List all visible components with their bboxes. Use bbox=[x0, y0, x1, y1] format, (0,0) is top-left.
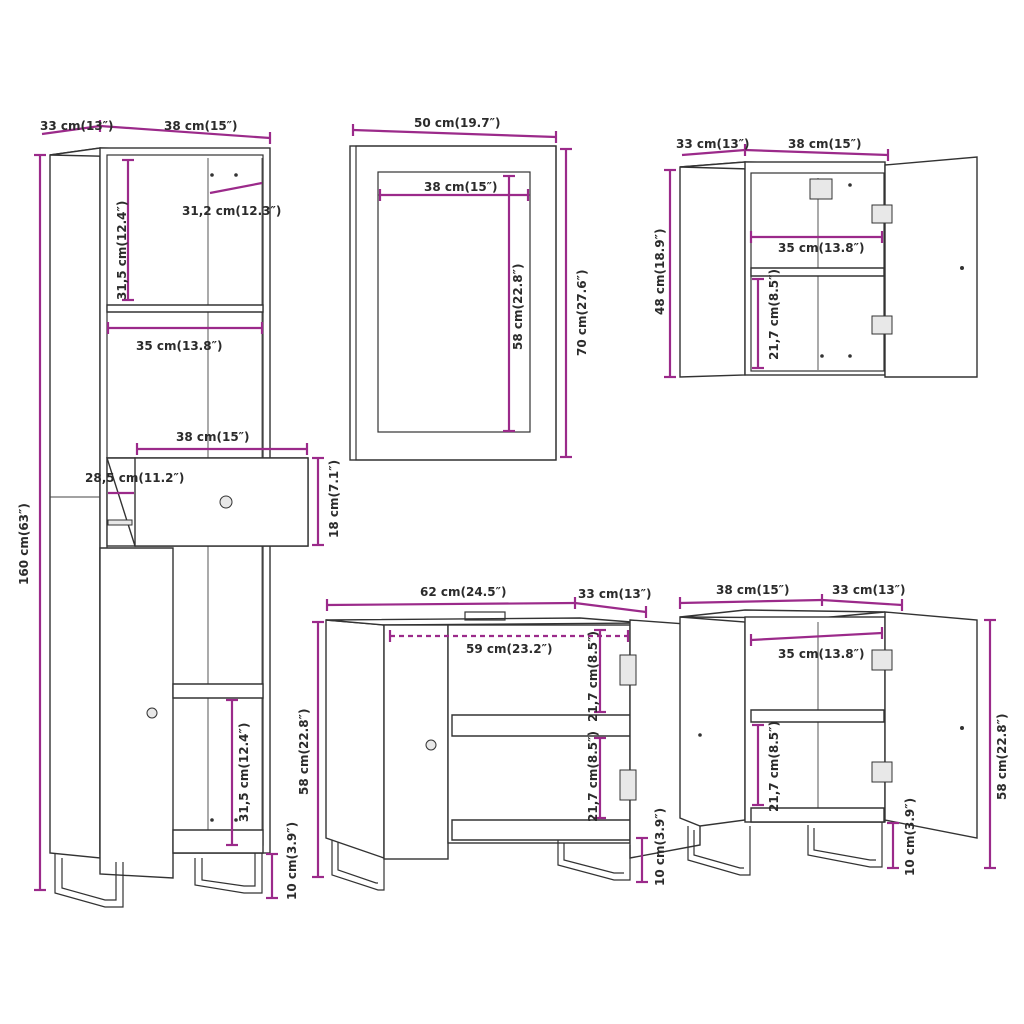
wall-height-label: 48 cm(18.9″) bbox=[653, 229, 667, 315]
sink-upper-shelf-label: 21,7 cm(8.5″) bbox=[586, 631, 600, 722]
sink-width-label: 62 cm(24.5″) bbox=[420, 585, 506, 599]
tall-inner-width-label: 35 cm(13.8″) bbox=[136, 339, 222, 353]
mirror bbox=[349, 145, 557, 461]
tall-bottom-shelf-height-label: 31,5 cm(12.4″) bbox=[237, 723, 251, 822]
tall-drawer-height-label: 18 cm(7.1″) bbox=[327, 460, 341, 538]
sink-lower-shelf-label: 21,7 cm(8.5″) bbox=[586, 731, 600, 822]
mirror-dimensions: 50 cm(19.7″) 38 cm(15″) 58 cm(22.8″) 70 … bbox=[351, 116, 589, 459]
sink-cabinet-dimensions: 62 cm(24.5″) 33 cm(13″) 59 cm(23.2″) 58 … bbox=[297, 585, 667, 886]
tall-top-shelf-depth-label: 31,2 cm(12.3″) bbox=[182, 204, 281, 218]
tall-cabinet bbox=[49, 147, 309, 908]
wall-cabinet bbox=[679, 156, 978, 378]
mirror-width-label: 50 cm(19.7″) bbox=[414, 116, 500, 130]
tall-leg-height-label: 10 cm(3.9″) bbox=[285, 822, 299, 900]
tall-drawer-width-label: 38 cm(15″) bbox=[176, 430, 250, 444]
wall-cabinet-dimensions: 33 cm(13″) 38 cm(15″) 48 cm(18.9″) 35 cm… bbox=[653, 137, 890, 379]
wall-width-label: 38 cm(15″) bbox=[788, 137, 862, 151]
tall-cabinet-dimensions: 33 cm(13″) 38 cm(15″) 160 cm(63″) 31,5 c… bbox=[17, 119, 341, 900]
side-inner-width-label: 35 cm(13.8″) bbox=[778, 647, 864, 661]
mirror-height-label: 70 cm(27.6″) bbox=[575, 270, 589, 356]
wall-shelf-height-label: 21,7 cm(8.5″) bbox=[767, 269, 781, 360]
tall-height-label: 160 cm(63″) bbox=[17, 503, 31, 585]
mirror-inner-height-label: 58 cm(22.8″) bbox=[511, 264, 525, 350]
mirror-inner-width-label: 38 cm(15″) bbox=[424, 180, 498, 194]
side-cabinet-dimensions: 38 cm(15″) 33 cm(13″) 35 cm(13.8″) 21,7 … bbox=[678, 583, 1009, 876]
tall-depth-label: 33 cm(13″) bbox=[40, 119, 114, 133]
wall-depth-label: 33 cm(13″) bbox=[676, 137, 750, 151]
sink-depth-label: 33 cm(13″) bbox=[578, 587, 652, 601]
tall-width-label: 38 cm(15″) bbox=[164, 119, 238, 133]
side-leg-height-label: 10 cm(3.9″) bbox=[903, 798, 917, 876]
sink-height-label: 58 cm(22.8″) bbox=[297, 709, 311, 795]
side-shelf-height-label: 21,7 cm(8.5″) bbox=[767, 721, 781, 812]
side-width-label: 38 cm(15″) bbox=[716, 583, 790, 597]
wall-inner-width-label: 35 cm(13.8″) bbox=[778, 241, 864, 255]
tall-top-shelf-height-label: 31,5 cm(12.4″) bbox=[115, 201, 129, 300]
side-height-label: 58 cm(22.8″) bbox=[995, 714, 1009, 800]
tall-drawer-depth-label: 28,5 cm(11.2″) bbox=[85, 471, 184, 485]
side-cabinet bbox=[679, 609, 978, 876]
side-depth-label: 33 cm(13″) bbox=[832, 583, 906, 597]
sink-inner-width-label: 59 cm(23.2″) bbox=[466, 642, 552, 656]
sink-leg-height-label: 10 cm(3.9″) bbox=[653, 808, 667, 886]
